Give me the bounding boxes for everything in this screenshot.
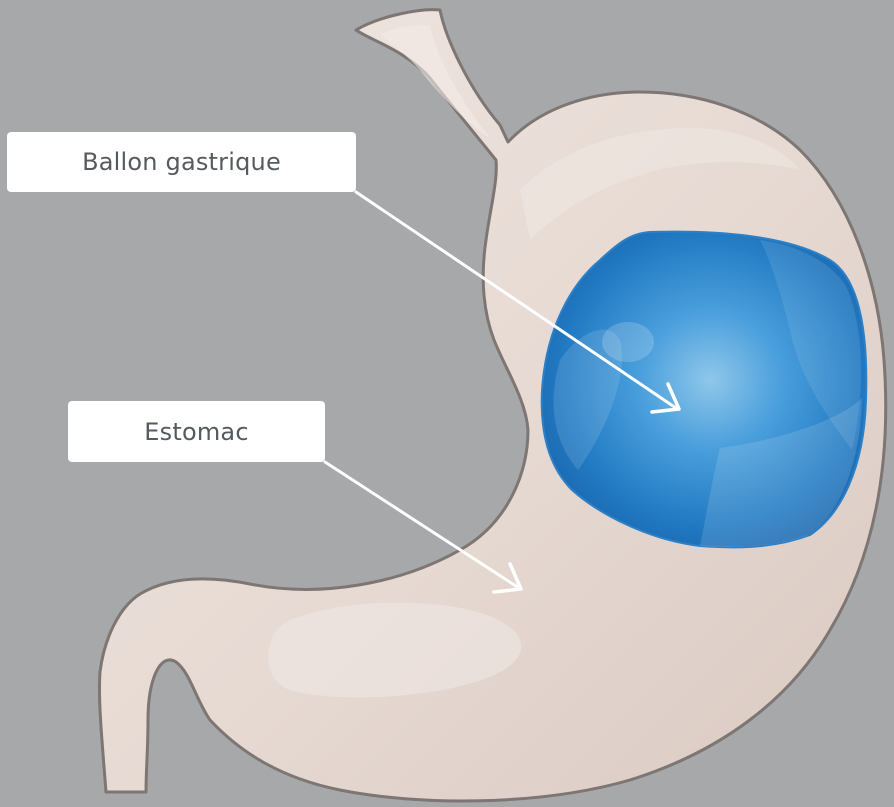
gastric-balloon-label-text: Ballon gastrique	[82, 148, 281, 176]
stomach-label: Estomac	[68, 401, 325, 462]
stomach-label-text: Estomac	[144, 418, 248, 446]
balloon-glint	[602, 322, 654, 362]
gastric-balloon-label: Ballon gastrique	[7, 132, 356, 192]
